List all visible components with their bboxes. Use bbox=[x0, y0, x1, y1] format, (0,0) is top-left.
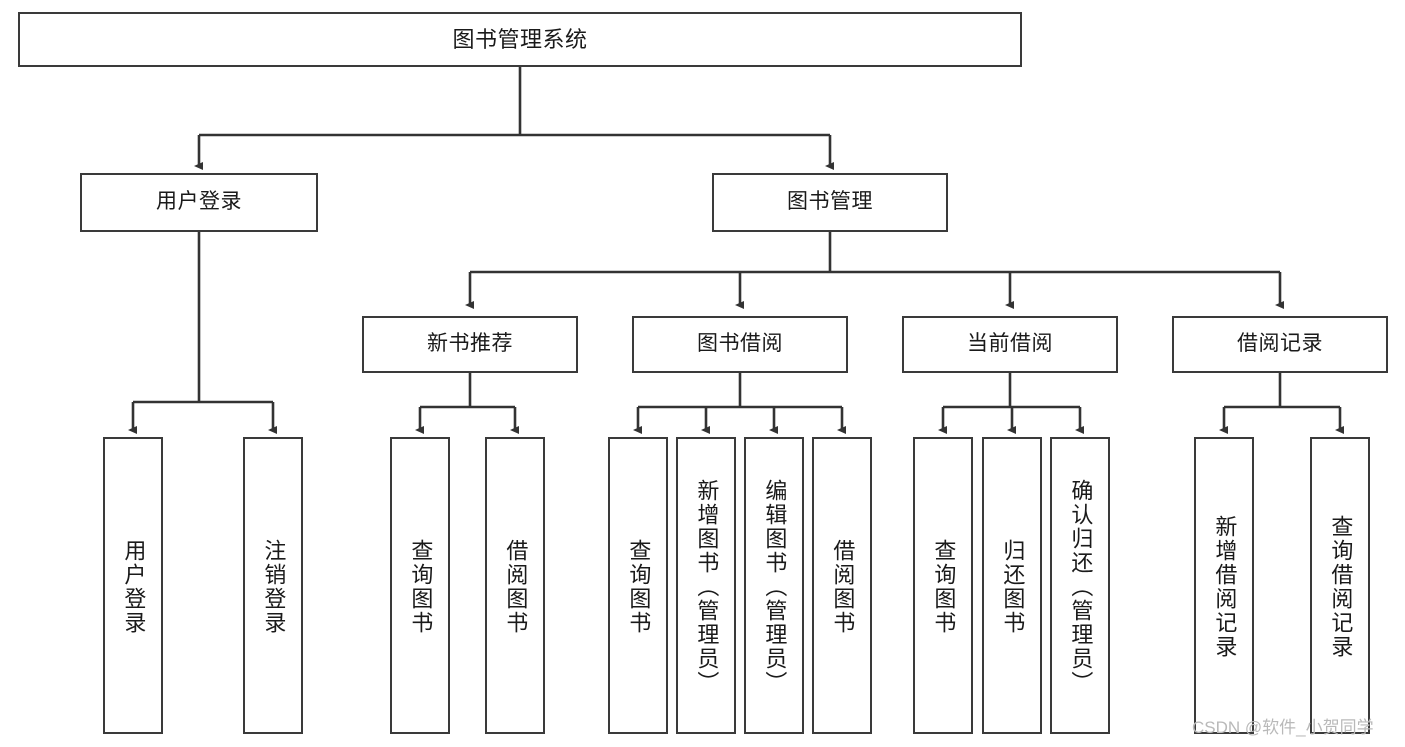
node-current-borrow[interactable]: 当前借阅 bbox=[902, 316, 1118, 373]
node-book-management[interactable]: 图书管理 bbox=[712, 173, 948, 232]
node-label: 借阅图书 bbox=[830, 538, 856, 635]
leaf-current-confirm-return-admin[interactable]: 确认归还（管理员） bbox=[1050, 437, 1110, 734]
node-borrow-record[interactable]: 借阅记录 bbox=[1172, 316, 1388, 373]
node-label: 新增借阅记录 bbox=[1212, 514, 1238, 659]
leaf-record-query-record[interactable]: 查询借阅记录 bbox=[1310, 437, 1370, 734]
leaf-recommend-query-book[interactable]: 查询图书 bbox=[390, 437, 450, 734]
leaf-recommend-borrow-book[interactable]: 借阅图书 bbox=[485, 437, 545, 734]
node-label: 图书借阅 bbox=[697, 332, 783, 356]
node-label: 图书管理系统 bbox=[452, 26, 588, 52]
csdn-watermark: CSDN @软件_小贺同学 bbox=[1192, 718, 1374, 737]
node-label: 查询图书 bbox=[626, 538, 652, 635]
leaf-user-login-signout[interactable]: 注销登录 bbox=[243, 437, 303, 734]
leaf-borrow-query-book[interactable]: 查询图书 bbox=[608, 437, 668, 734]
node-label: 新增图书（管理员） bbox=[694, 478, 720, 695]
leaf-borrow-borrow-book[interactable]: 借阅图书 bbox=[812, 437, 872, 734]
node-label: 新书推荐 bbox=[427, 332, 513, 356]
node-label: 用户登录 bbox=[156, 190, 242, 214]
node-label: 注销登录 bbox=[261, 538, 287, 635]
node-label: 编辑图书（管理员） bbox=[762, 478, 788, 695]
leaf-borrow-add-book-admin[interactable]: 新增图书（管理员） bbox=[676, 437, 736, 734]
leaf-user-login-signin[interactable]: 用户登录 bbox=[103, 437, 163, 734]
node-book-borrow[interactable]: 图书借阅 bbox=[632, 316, 848, 373]
node-label: 图书管理 bbox=[787, 190, 873, 214]
node-label: 借阅图书 bbox=[503, 538, 529, 635]
leaf-current-return-book[interactable]: 归还图书 bbox=[982, 437, 1042, 734]
node-label: 归还图书 bbox=[1000, 538, 1026, 635]
node-label: 借阅记录 bbox=[1237, 332, 1323, 356]
leaf-current-query-book[interactable]: 查询图书 bbox=[913, 437, 973, 734]
node-label: 查询借阅记录 bbox=[1328, 514, 1354, 659]
node-user-login[interactable]: 用户登录 bbox=[80, 173, 318, 232]
node-label: 查询图书 bbox=[931, 538, 957, 635]
node-new-book-recommend[interactable]: 新书推荐 bbox=[362, 316, 578, 373]
leaf-borrow-edit-book-admin[interactable]: 编辑图书（管理员） bbox=[744, 437, 804, 734]
leaf-record-add-record[interactable]: 新增借阅记录 bbox=[1194, 437, 1254, 734]
node-label: 确认归还（管理员） bbox=[1068, 478, 1094, 695]
node-label: 用户登录 bbox=[121, 538, 147, 635]
node-label: 查询图书 bbox=[408, 538, 434, 635]
node-label: 当前借阅 bbox=[967, 332, 1053, 356]
node-root-system[interactable]: 图书管理系统 bbox=[18, 12, 1022, 67]
